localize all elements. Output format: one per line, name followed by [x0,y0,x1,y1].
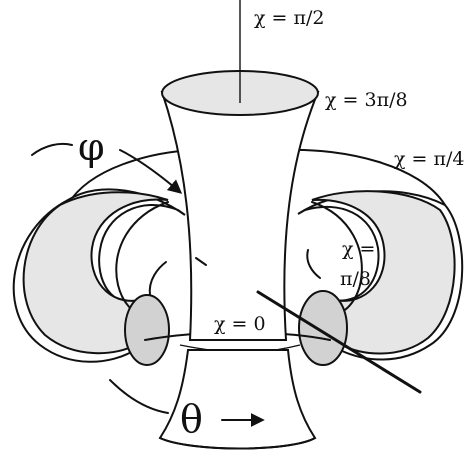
label-chi-3pi-over-8: χ = 3π/8 [325,89,408,111]
label-chi-pi-over-8-line2: π/8 [340,268,371,290]
theta-arrow-left [109,379,169,414]
diagonal-chi-line [256,290,422,394]
label-chi-pi-over-8-line1: χ = [342,238,375,260]
left-curl-curve [148,261,167,296]
left-dash-mark [195,257,207,266]
label-chi-pi-over-2: χ = π/2 [254,7,325,29]
right-cross-section-disc [298,290,348,366]
phi-arrow-right [119,149,183,194]
label-phi: φ [78,125,105,169]
left-cross-section-disc [124,294,170,366]
lower-funnel-bottom [159,437,316,450]
label-theta: θ [180,397,203,441]
label-chi-zero: χ = 0 [214,313,266,335]
upper-neck [160,91,320,341]
label-chi-pi-over-4: χ = π/4 [394,148,465,170]
right-curl-curve [306,249,321,279]
phi-arrow-left [31,142,73,156]
